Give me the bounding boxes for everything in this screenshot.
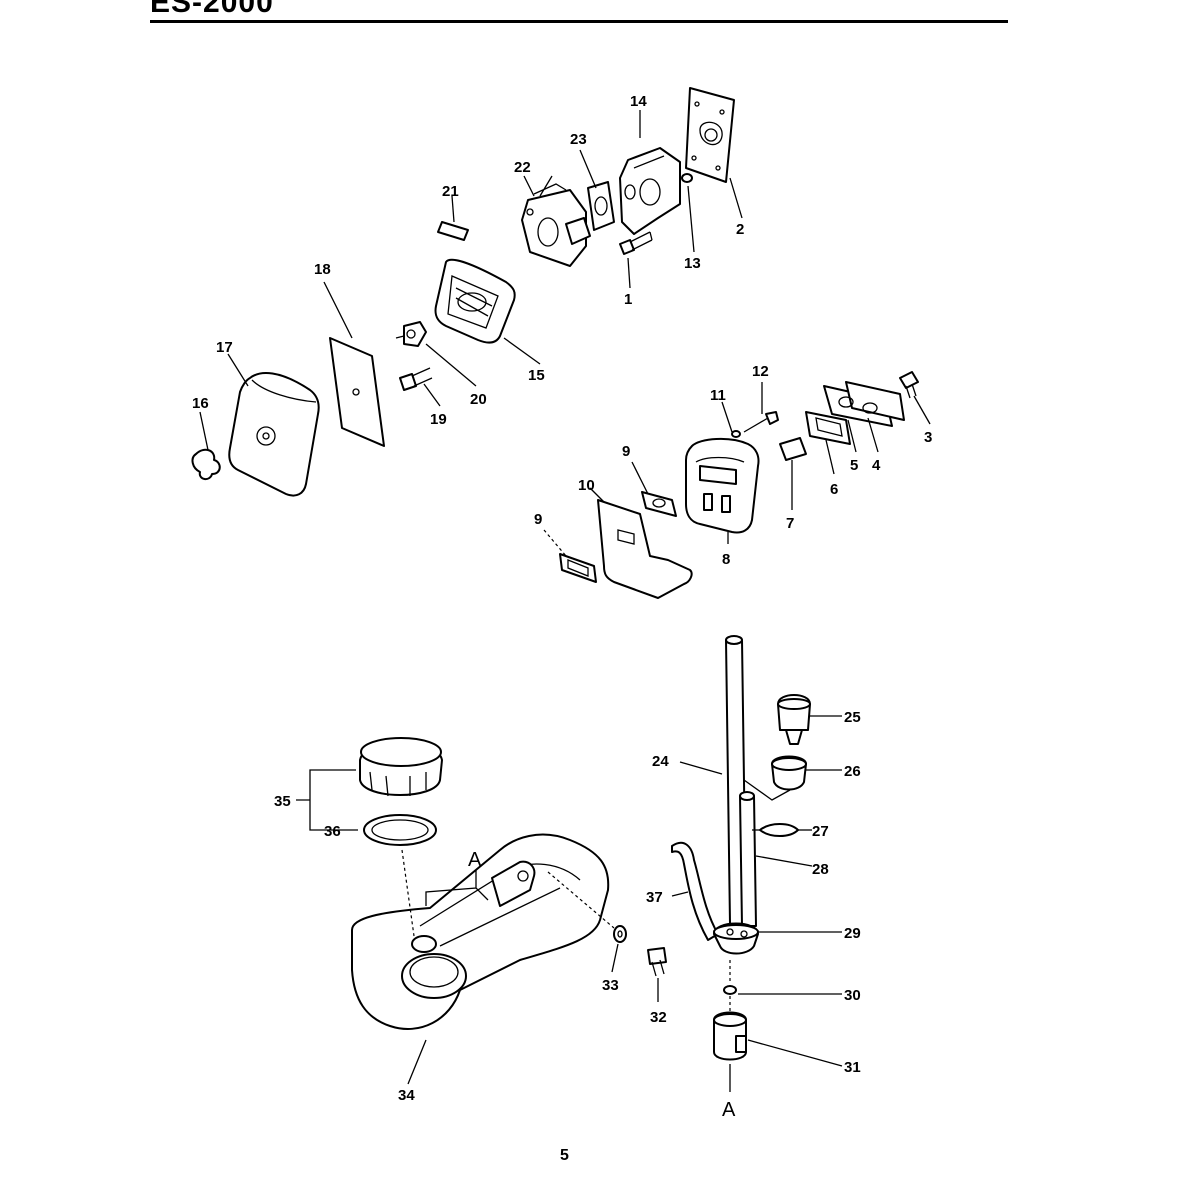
washer-drop-line	[547, 871, 615, 929]
part-9-gasket-upper	[641, 491, 677, 517]
part-21-gasket	[437, 221, 469, 241]
callout-32: 32	[650, 1009, 667, 1026]
part-1-bolt	[619, 231, 653, 255]
part-37-fuel-line	[671, 841, 719, 941]
callout-3: 3	[924, 429, 932, 446]
part-11-washer	[731, 430, 741, 438]
callout-24: 24	[652, 753, 669, 770]
part-22-carburetor	[521, 175, 591, 267]
part-14-intake-insulator	[619, 147, 681, 235]
callout-17: 17	[216, 339, 233, 356]
part-9-gasket-lower	[559, 553, 597, 583]
part-6-gasket	[805, 411, 851, 445]
callout-23: 23	[570, 131, 587, 148]
callout-12: 12	[752, 363, 769, 380]
part-4-5-exhaust-plates	[823, 381, 905, 427]
callout-18: 18	[314, 261, 331, 278]
callout-27: 27	[812, 823, 829, 840]
part-26-filter	[771, 755, 807, 791]
part-23-gasket	[587, 181, 615, 231]
part-2-gasket-plate	[685, 87, 735, 183]
callout-20: 20	[470, 391, 487, 408]
part-25-fuel-filter	[777, 694, 811, 745]
part-31-connector	[713, 1011, 747, 1061]
callout-4: 4	[872, 457, 881, 474]
callout-25: 25	[844, 709, 861, 726]
callout-11: 11	[710, 387, 726, 404]
part-28-return-tube	[739, 791, 757, 927]
page-number: 5	[560, 1147, 569, 1164]
upper-leader-lines	[199, 110, 931, 557]
callout-22: 22	[514, 159, 531, 176]
part-19-screw	[399, 367, 433, 391]
part-7-plate	[779, 437, 807, 461]
part-27-clip	[752, 823, 799, 837]
callout-35: 35	[274, 793, 291, 810]
callout-15: 15	[528, 367, 545, 384]
callout-34: 34	[398, 1087, 415, 1104]
callout-9-upper: 9	[622, 443, 630, 460]
part-35-fuel-cap	[359, 737, 443, 797]
part-36-o-ring	[363, 814, 437, 846]
callout-29: 29	[844, 925, 861, 942]
part-17-air-cleaner-cover	[228, 372, 320, 497]
part-29-grommet	[713, 922, 759, 955]
callout-30: 30	[844, 987, 861, 1004]
part-34-fuel-tank	[351, 833, 610, 1030]
callout-6: 6	[830, 481, 838, 498]
fuel-leader-lines	[407, 715, 843, 1092]
callout-36: 36	[324, 823, 341, 840]
callout-5: 5	[850, 457, 858, 474]
part-20-choke-lever	[395, 321, 427, 347]
callout-28: 28	[812, 861, 829, 878]
part-12-screw	[743, 411, 779, 433]
bracket-35-36	[296, 769, 358, 831]
callout-21: 21	[442, 183, 459, 200]
callout-2: 2	[736, 221, 744, 238]
part-16-wing-nut	[191, 448, 221, 480]
part-33-washer	[613, 925, 627, 943]
callout-14: 14	[630, 93, 647, 110]
callout-37: 37	[646, 889, 663, 906]
callout-19: 19	[430, 411, 447, 428]
part-30-spacer	[723, 985, 737, 995]
page-title: ES-2000	[150, 0, 274, 19]
callout-26: 26	[844, 763, 861, 780]
fuel-cap-drop-line	[401, 849, 415, 937]
part-32-bolt	[647, 947, 667, 977]
part-18-air-filter	[329, 337, 385, 447]
tube-to-filter-line	[743, 779, 791, 801]
callout-16: 16	[192, 395, 209, 412]
callout-7: 7	[786, 515, 794, 532]
connector-a-top: A	[468, 849, 482, 871]
callout-33: 33	[602, 977, 619, 994]
callout-labels: 1 2 3 4 5 6 7 8 9 9 10 11 12 13 14 15 16…	[192, 93, 932, 1121]
callout-10: 10	[578, 477, 595, 494]
callout-1: 1	[624, 291, 632, 308]
part-13-nut	[681, 173, 693, 183]
callout-31: 31	[844, 1059, 861, 1076]
connector-a-top-leader	[425, 870, 489, 906]
part-15-air-cleaner-base	[434, 258, 516, 344]
callout-8: 8	[722, 551, 730, 568]
title-rule	[150, 20, 1008, 23]
part-3-bolt	[899, 371, 919, 399]
part-8-muffler	[685, 438, 760, 534]
callout-9-lower: 9	[534, 511, 542, 528]
connector-a-bottom: A	[722, 1099, 736, 1121]
part-10-heat-shield	[597, 499, 693, 599]
callout-13: 13	[684, 255, 701, 272]
